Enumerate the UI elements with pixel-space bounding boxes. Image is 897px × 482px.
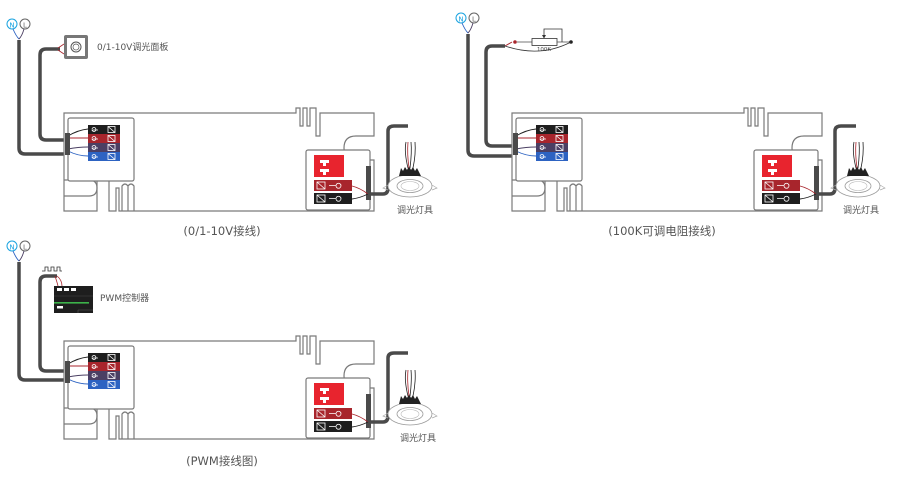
output-cable [371, 124, 408, 196]
mains-cable [466, 34, 514, 158]
fixture-label: 调光灯具 [843, 204, 879, 216]
caption: (100K可调电阻接线) [608, 224, 715, 238]
output-cable [371, 351, 408, 424]
fixture-label: 调光灯具 [397, 204, 433, 216]
dimmable-fixture [382, 369, 438, 426]
pwm-controller [54, 286, 93, 313]
led-driver [511, 107, 823, 212]
dimmable-fixture [830, 141, 886, 198]
diagram-0-10v: N L 0/1-10V调光面板 调光灯具 (0/1-10V接线) [6, 18, 438, 238]
mains-cable [17, 262, 66, 382]
neutral-label: N [458, 16, 463, 24]
caption: (0/1-10V接线) [183, 224, 260, 238]
live-label: L [23, 244, 27, 252]
controller-label: PWM控制器 [100, 292, 149, 304]
fixture-label: 调光灯具 [400, 432, 436, 444]
mains-cable [17, 40, 66, 156]
neutral-label: N [9, 22, 14, 30]
potentiometer-100k [504, 28, 573, 52]
led-driver [63, 335, 375, 440]
mains-terminals [6, 18, 31, 40]
dim-cable [38, 47, 60, 134]
mains-terminals [455, 12, 480, 34]
mains-terminals [6, 240, 31, 262]
controller-label: 0/1-10V调光面板 [97, 41, 168, 53]
dim-cable [484, 44, 505, 140]
dim-cable [38, 274, 57, 365]
live-label: L [472, 16, 476, 24]
output-cable [819, 124, 856, 196]
diagram-100k: N L 100K 调光灯具 (100K可调电阻接线) [455, 12, 886, 238]
live-label: L [23, 22, 27, 30]
led-driver [63, 107, 375, 212]
diagram-pwm: N L PWM控制器 调光灯具 (PWM接线图) [6, 240, 438, 468]
dimmer-panel [64, 35, 88, 59]
neutral-label: N [9, 244, 14, 252]
caption: (PWM接线图) [186, 454, 258, 468]
resistor-label: 100K [537, 47, 551, 53]
dimmable-fixture [382, 141, 438, 198]
pwm-waveform-icon [42, 266, 62, 272]
